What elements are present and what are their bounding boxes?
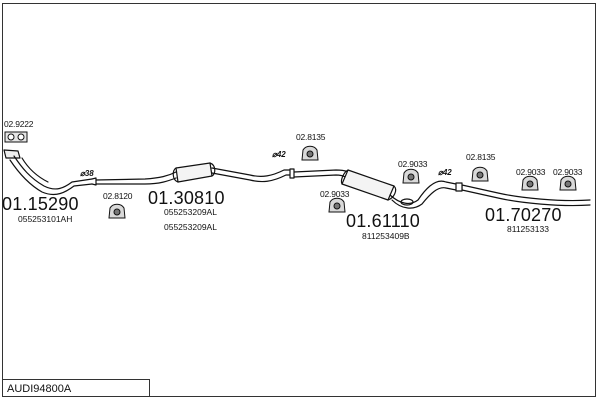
part-number-label[interactable]: 01.30810 (148, 188, 225, 208)
front-pipe-part[interactable] (3, 149, 97, 196)
diagram-code-box: AUDI94800A (2, 379, 150, 397)
accessory-ref-label: 02.9033 (398, 159, 428, 169)
rubber-hanger-icon[interactable] (328, 197, 346, 213)
rubber-hanger-icon[interactable] (108, 203, 126, 219)
pipe-diameter-label: ⌀38 (80, 169, 94, 178)
part-number-label[interactable]: 01.15290 (2, 194, 79, 214)
pipe-diameter-label: ⌀42 (438, 168, 452, 177)
diagram-code: AUDI94800A (7, 383, 72, 395)
rear-silencer-part[interactable] (293, 169, 457, 209)
accessory-ref-label: 02.8120 (103, 191, 133, 201)
part-number-label[interactable]: 01.70270 (485, 205, 562, 225)
accessory-ref-label: 02.8135 (466, 152, 496, 162)
diagram-frame (2, 3, 596, 397)
oe-number-label: 811253409B (362, 231, 410, 241)
accessory-ref-label: 02.9033 (516, 167, 546, 177)
pipe-diameter-label: ⌀42 (272, 150, 286, 159)
middle-muffler-part[interactable] (95, 162, 291, 185)
rubber-hanger-icon[interactable] (301, 145, 319, 161)
accessory-ref-label: 02.9033 (320, 189, 350, 199)
rubber-hanger-icon[interactable] (559, 175, 577, 191)
rubber-hanger-icon[interactable] (471, 166, 489, 182)
accessory-ref-label: 02.9222 (4, 119, 34, 129)
clamp-2 (455, 182, 463, 192)
accessory-ref-label: 02.9033 (553, 167, 583, 177)
rubber-hanger-icon[interactable] (402, 168, 420, 184)
gasket-icon[interactable] (4, 131, 28, 143)
oe-number-label: 811253133 (507, 224, 549, 234)
accessory-ref-label: 02.8135 (296, 132, 326, 142)
oe-number-label: 055253209AL (164, 222, 217, 232)
clamp-1 (289, 168, 295, 179)
part-number-label[interactable]: 01.61110 (346, 211, 421, 231)
rubber-hanger-icon[interactable] (521, 175, 539, 191)
oe-number-label: 055253209AL (164, 207, 217, 217)
oe-number-label: 055253101AH (18, 214, 73, 224)
